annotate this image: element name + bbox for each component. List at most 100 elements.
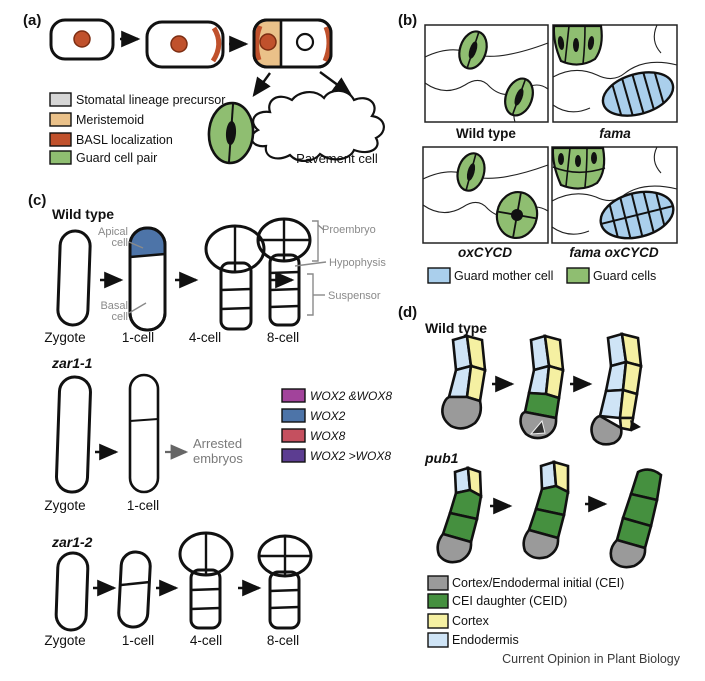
pub1-root-file-3: [609, 468, 663, 569]
pub1-root-file-1: [436, 466, 483, 564]
stomatal-precursor-cell-2: [145, 20, 225, 69]
annotation-line: [317, 224, 325, 231]
box-fama-oxcycd: [551, 146, 678, 244]
guard-mother-cell-blob-divided: [599, 190, 675, 240]
hypophysis-annotation: Hypophysis: [329, 257, 386, 269]
suspensor-annotation: Suspensor: [328, 290, 381, 302]
svg-text:cell: cell: [111, 237, 128, 249]
legend-item: Cortex/Endodermal initial (CEI): [427, 575, 624, 591]
panel-a-label: (a): [23, 12, 41, 29]
wox-legend: WOX2 &WOX8 WOX2 WOX8 WOX2 >WOX8: [281, 388, 392, 463]
zar1-2-1-cell-embryo: [117, 550, 152, 629]
nucleus: [259, 33, 277, 51]
wt-zygote: [56, 229, 92, 327]
divided-cell-meristemoid: [252, 18, 333, 69]
row-title-zar1-2: zar1-2: [51, 534, 93, 550]
basl-crescent: [322, 26, 332, 62]
legend-swatch: [566, 267, 590, 284]
panel-a-legend: Stomatal lineage precursor Meristemoid B…: [49, 92, 225, 165]
basal-cell-annotation: Basal: [100, 300, 128, 312]
box-fama: [552, 24, 678, 123]
svg-text:WOX2: WOX2: [310, 409, 346, 423]
basl-crescent: [254, 25, 263, 61]
zar1-2-zygote: [54, 551, 90, 632]
legend-swatch: [49, 92, 72, 107]
svg-text:Guard cell pair: Guard cell pair: [76, 151, 157, 165]
annotation-line: [294, 261, 327, 267]
cei-cell: [522, 528, 560, 560]
legend-item: BASL localization: [49, 132, 173, 147]
legend-swatch: [49, 132, 72, 147]
stoma: [504, 77, 534, 117]
svg-text:Cortex/Endodermal initial (CEI: Cortex/Endodermal initial (CEI): [452, 576, 624, 590]
panel-d: (d) Wild type pub1: [398, 304, 663, 648]
zar1-1-zygote: [54, 375, 92, 494]
zar1-1-1-cell-embryo: [128, 373, 160, 494]
legend-item: WOX2 >WOX8: [281, 448, 391, 463]
legend-swatch: [49, 150, 72, 165]
legend-item: Guard mother cell: [427, 267, 553, 284]
cei-cell: [436, 532, 473, 564]
box-oxcycd: [422, 146, 549, 244]
svg-text:Stomatal lineage precursor: Stomatal lineage precursor: [76, 93, 225, 107]
svg-text:WOX8: WOX8: [310, 429, 346, 443]
wt-root-file-3: [590, 332, 643, 446]
nucleus: [170, 35, 188, 53]
pavement-cell-label: Pavement cell: [296, 151, 378, 166]
box-label-wild-type: Wild type: [456, 126, 516, 141]
legend-item: WOX2 &WOX8: [281, 388, 392, 403]
pavement-cell-shape: [250, 89, 385, 162]
nucleus-outline: [295, 32, 315, 52]
svg-text:Guard mother cell: Guard mother cell: [454, 269, 553, 283]
legend-swatch: [281, 408, 306, 423]
box-label-fama-oxcycd: fama oxCYCD: [569, 245, 659, 260]
apical-cell-region: [130, 228, 165, 257]
legend-swatch: [427, 632, 449, 648]
svg-text:CEI daughter (CEID): CEI daughter (CEID): [452, 594, 567, 608]
annotation-line: [128, 241, 144, 249]
panel-b-label: (b): [398, 12, 417, 29]
ceid-cell: [629, 468, 663, 502]
panel-b: (b) Wild type: [398, 12, 678, 284]
wt-root-file-1: [441, 334, 487, 430]
proembryo-bracket: [312, 220, 319, 262]
legend-item: CEI daughter (CEID): [427, 593, 567, 609]
row-title-pub1: pub1: [424, 450, 459, 466]
stage-label: 4-cell: [189, 330, 221, 345]
stage-label: Zygote: [44, 330, 85, 345]
stage-label: 8-cell: [267, 633, 299, 648]
wt-root-file-2: [519, 334, 565, 440]
box-label-fama: fama: [599, 126, 631, 141]
row-title-wild-type: Wild type: [425, 320, 487, 336]
svg-text:WOX2 >WOX8: WOX2 >WOX8: [310, 449, 391, 463]
stage-label: 1-cell: [122, 330, 154, 345]
division-arrowhead-marker: [529, 419, 546, 435]
row-title-wild-type: Wild type: [52, 206, 114, 222]
legend-swatch: [427, 593, 449, 609]
legend-item: Guard cells: [566, 267, 656, 284]
annotation-line: [128, 302, 147, 314]
wt-4-cell-embryo: [204, 224, 266, 331]
stoma: [456, 152, 486, 192]
division-wall: [120, 580, 151, 587]
svg-text:WOX2 &WOX8: WOX2 &WOX8: [310, 389, 392, 403]
box-label-oxcycd: oxCYCD: [458, 245, 512, 260]
wt-1-cell-embryo: [128, 226, 167, 332]
cei-cell: [441, 395, 483, 430]
ceid-cell: [534, 484, 570, 517]
svg-text:Guard cells: Guard cells: [593, 269, 656, 283]
legend-item: WOX2: [281, 408, 346, 423]
legend-swatch: [281, 388, 306, 403]
legend-swatch: [281, 448, 306, 463]
division-wall: [129, 418, 159, 422]
stage-label: 1-cell: [127, 498, 159, 513]
panel-c-label: (c): [28, 192, 46, 209]
stomatal-precursor-cell-1: [49, 18, 115, 61]
panel-a: (a) Pavement cell Stomatal lineage precu…: [23, 12, 385, 166]
zar1-2-8-cell-embryo: [257, 534, 313, 630]
svg-text:cell: cell: [111, 311, 128, 323]
pub1-root-file-2: [522, 460, 570, 560]
stoma-four-celled: [495, 190, 539, 240]
ceid-cell: [523, 391, 561, 420]
